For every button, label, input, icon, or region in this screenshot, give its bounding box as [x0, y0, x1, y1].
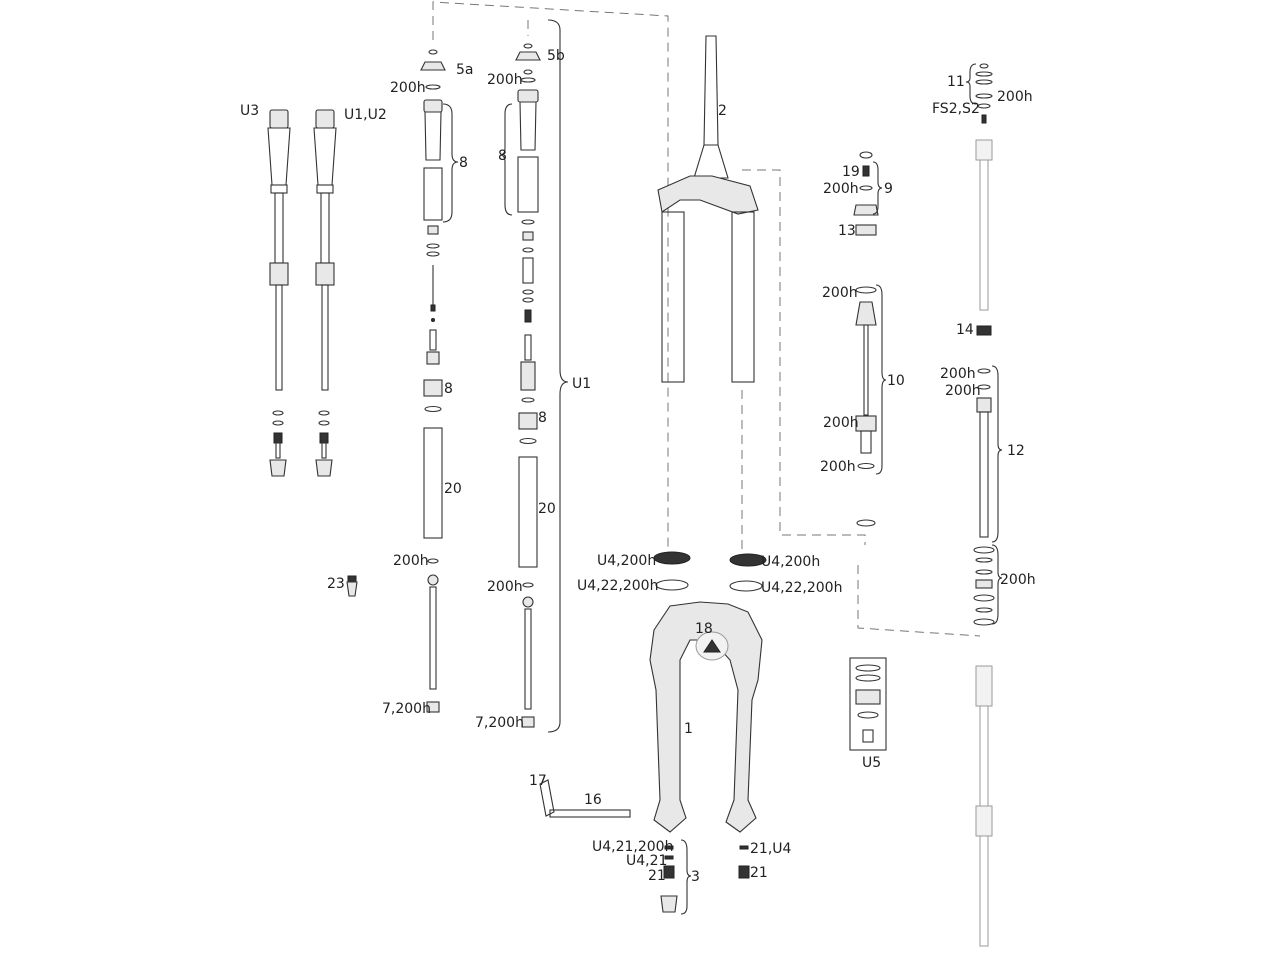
part-23 — [346, 575, 358, 597]
u3-cartridge — [267, 109, 291, 477]
label-7-200h-b: 7,200h — [475, 715, 524, 731]
damper-shaft-part-10 — [855, 286, 877, 527]
label-8-c: 8 — [498, 148, 507, 164]
label-20-a: 20 — [444, 481, 462, 497]
label-u4-21: U4,21 — [626, 853, 667, 869]
label-u3: U3 — [240, 103, 259, 119]
left-stack-column — [420, 49, 446, 713]
dashed-leader-lines — [432, 1, 981, 637]
label-200h-i: 200h — [997, 89, 1033, 105]
label-200h-e: 200h — [823, 181, 859, 197]
label-17: 17 — [529, 773, 547, 789]
label-fs2-s2: FS2,S2 — [932, 101, 980, 117]
label-u4-22-200h-left: U4,22,200h — [577, 578, 658, 594]
label-16: 16 — [584, 792, 602, 808]
label-20-b: 20 — [538, 501, 556, 517]
spring-assembly-ghost — [975, 665, 993, 947]
label-200h-d: 200h — [487, 579, 523, 595]
label-5a: 5a — [456, 62, 474, 78]
label-200h-j: 200h — [940, 366, 976, 382]
crown-steerer-part-2 — [657, 35, 759, 383]
label-9: 9 — [884, 181, 893, 197]
label-14: 14 — [956, 322, 974, 338]
label-10: 10 — [887, 373, 905, 389]
label-200h-k: 200h — [945, 383, 981, 399]
braces — [442, 19, 1003, 915]
label-200h-g: 200h — [823, 415, 859, 431]
label-u5: U5 — [862, 755, 881, 771]
label-200h-l: 200h — [1000, 572, 1036, 588]
lower-leg-part-1 — [649, 551, 767, 833]
label-200h-f: 200h — [822, 285, 858, 301]
label-7-200h-a: 7,200h — [382, 701, 431, 717]
label-3: 3 — [691, 869, 700, 885]
label-13: 13 — [838, 223, 856, 239]
u1-u2-cartridge — [313, 109, 337, 477]
label-8-d: 8 — [538, 410, 547, 426]
label-21-b: 21 — [750, 865, 768, 881]
label-u4-200h-left: U4,200h — [597, 553, 656, 569]
callout-labels: U3 U1,U2 5a 200h 8 8 20 200h 23 7,200h 5… — [240, 48, 1036, 885]
bottom-hardware-part-3 — [660, 845, 750, 913]
label-u1: U1 — [572, 376, 591, 392]
label-200h-a: 200h — [390, 80, 426, 96]
label-5b: 5b — [547, 48, 565, 64]
label-2: 2 — [718, 103, 727, 119]
label-u4-200h-right: U4,200h — [761, 554, 820, 570]
label-12: 12 — [1007, 443, 1025, 459]
label-u4-22-200h-right: U4,22,200h — [761, 580, 842, 596]
label-u1-u2: U1,U2 — [344, 107, 387, 123]
label-8-a: 8 — [459, 155, 468, 171]
label-21-u4: 21,U4 — [750, 841, 792, 857]
damper-top-part-9 — [853, 151, 879, 236]
axle-part-16 — [539, 779, 631, 818]
label-18: 18 — [695, 621, 713, 637]
label-21-a: 21 — [648, 868, 666, 884]
label-200h-h: 200h — [820, 459, 856, 475]
label-1: 1 — [684, 721, 693, 737]
u5-kit — [849, 657, 887, 751]
label-200h-b: 200h — [393, 553, 429, 569]
right-stack-column — [515, 43, 541, 728]
label-19: 19 — [842, 164, 860, 180]
label-8-b: 8 — [444, 381, 453, 397]
label-23: 23 — [327, 576, 345, 592]
label-u4-21-200h: U4,21,200h — [592, 839, 673, 855]
label-11: 11 — [947, 74, 965, 90]
spring-assembly-right — [973, 63, 995, 626]
label-200h-c: 200h — [487, 72, 523, 88]
